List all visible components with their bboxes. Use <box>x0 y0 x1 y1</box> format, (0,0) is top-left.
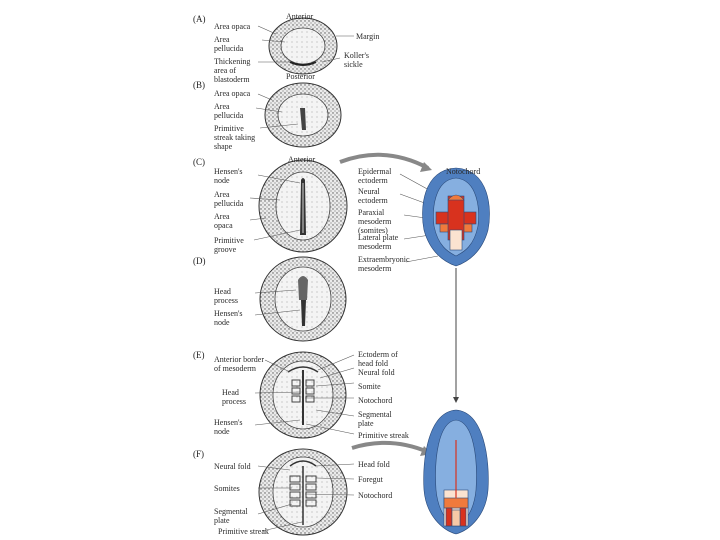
label-c-lateral-plate: Lateral plate mesoderm <box>358 233 406 251</box>
label-f-notochord: Notochord <box>358 491 392 500</box>
label-a-margin: Margin <box>356 32 379 41</box>
embryo-f <box>259 449 347 535</box>
curved-arrow-bottom <box>352 443 428 452</box>
label-c-anterior: Anterior <box>288 155 315 164</box>
embryo-d <box>260 257 346 341</box>
label-f-neural-fold: Neural fold <box>214 462 251 471</box>
label-a-anterior: Anterior <box>286 12 313 21</box>
panel-label-e: (E) <box>193 350 205 360</box>
label-b-area-pellucida: Area pellucida <box>214 102 254 120</box>
panel-label-b: (B) <box>193 80 205 90</box>
label-b-primitive-streak: Primitive streak taking shape <box>214 124 260 151</box>
label-e-segmental-plate: Segmental plate <box>358 410 400 428</box>
label-c-hensens-node: Hensen's node <box>214 167 254 185</box>
label-e-ectoderm-head-fold: Ectoderm of head fold <box>358 350 406 368</box>
panel-label-d: (D) <box>193 256 206 266</box>
label-d-head-process: Head process <box>214 287 250 305</box>
label-e-neural-fold: Neural fold <box>358 368 395 377</box>
label-a-area-pellucida: Area pellucida <box>214 35 260 53</box>
embryo-e <box>260 352 346 438</box>
label-f-head-fold: Head fold <box>358 460 390 469</box>
label-e-notochord: Notochord <box>358 396 392 405</box>
label-c-notochord: Notochord <box>446 167 480 176</box>
label-c-area-opaca: Area opaca <box>214 212 244 230</box>
label-c-epidermal-ectoderm: Epidermal ectoderm <box>358 167 402 185</box>
label-c-paraxial-mesoderm: Paraxial mesoderm (somites) <box>358 208 404 235</box>
label-a-area-opaca: Area opaca <box>214 22 250 31</box>
label-f-foregut: Foregut <box>358 475 383 484</box>
label-a-posterior: Posterior <box>286 72 315 81</box>
embryo-b <box>265 83 341 147</box>
label-f-somites: Somites <box>214 484 240 493</box>
label-e-somite: Somite <box>358 382 381 391</box>
embryo-a <box>269 18 337 74</box>
label-c-primitive-groove: Primitive groove <box>214 236 252 254</box>
panel-label-a: (A) <box>193 14 206 24</box>
panel-label-f: (F) <box>193 449 204 459</box>
label-c-extraembryonic: Extraembryonic mesoderm <box>358 255 410 273</box>
label-f-segmental-plate: Segmental plate <box>214 507 252 525</box>
label-a-kollers-sickle: Koller's sickle <box>344 51 380 69</box>
panel-label-c: (C) <box>193 157 205 167</box>
label-e-hensens-node: Hensen's node <box>214 418 250 436</box>
label-f-primitive-streak: Primitive streak <box>218 527 269 536</box>
germ-layer-schematic-late <box>424 410 489 534</box>
label-b-area-opaca: Area opaca <box>214 89 250 98</box>
label-e-anterior-border: Anterior border of mesoderm <box>214 355 264 373</box>
label-c-area-pellucida: Area pellucida <box>214 190 250 208</box>
label-a-thickening: Thickening area of blastoderm <box>214 57 260 84</box>
label-d-hensens-node: Hensen's node <box>214 309 250 327</box>
label-e-head-process: Head process <box>222 388 252 406</box>
germ-layer-schematic-c <box>423 168 490 266</box>
label-e-primitive-streak: Primitive streak <box>358 431 409 440</box>
embryo-c <box>259 160 347 252</box>
label-c-neural-ectoderm: Neural ectoderm <box>358 187 402 205</box>
